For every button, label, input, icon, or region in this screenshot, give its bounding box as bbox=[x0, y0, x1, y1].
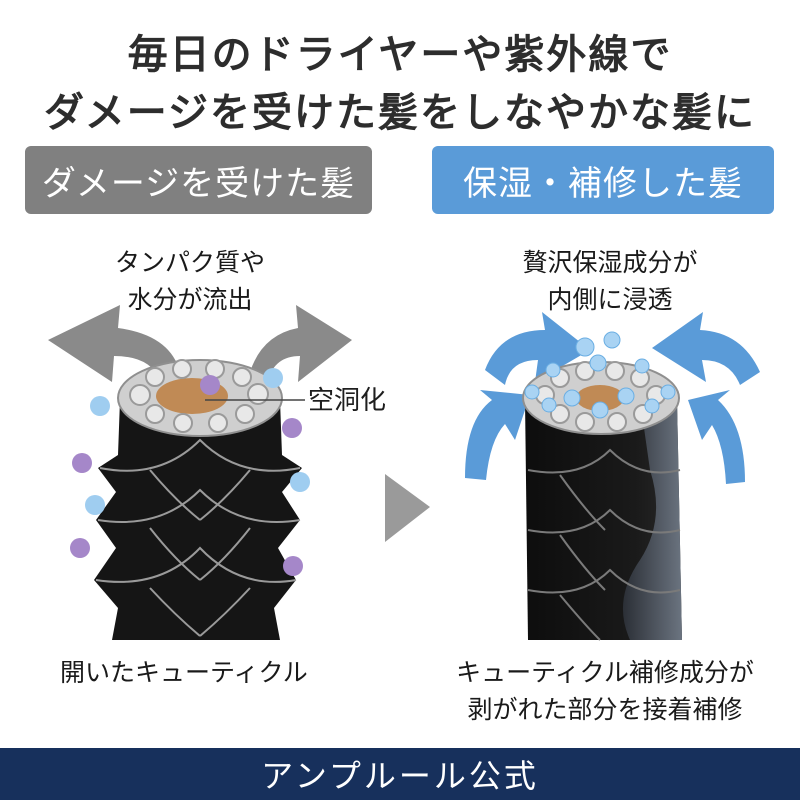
damaged-hair-label: ダメージを受けた髪 bbox=[25, 146, 372, 214]
repair-caption-line-1: キューティクル補修成分が bbox=[456, 658, 754, 687]
cavity-label: 空洞化 bbox=[308, 386, 387, 416]
repair-caption: キューティクル補修成分が 剥がれた部分を接着補修 bbox=[420, 654, 790, 728]
damaged-hair-illustration bbox=[48, 305, 352, 640]
repaired-hair-label: 保湿・補修した髪 bbox=[432, 146, 774, 214]
repair-caption-line-2: 剥がれた部分を接着補修 bbox=[467, 695, 743, 724]
filled-core bbox=[576, 385, 624, 411]
hair-comparison-diagram bbox=[48, 305, 760, 641]
outflow-caption-line-1: タンパク質や bbox=[114, 248, 265, 277]
headline-line-2: ダメージを受けた髪をしなやかな髪に bbox=[44, 89, 756, 136]
inflow-arrow-top-left bbox=[485, 312, 590, 385]
transition-arrow-icon bbox=[385, 474, 430, 542]
penetration-caption-line-1: 贅沢保湿成分が bbox=[522, 248, 698, 277]
open-cuticle-caption: 開いたキューティクル bbox=[60, 658, 308, 687]
cortex-cells-repaired bbox=[535, 361, 666, 432]
outflow-caption: タンパク質や 水分が流出 bbox=[90, 244, 290, 318]
penetration-caption: 贅沢保湿成分が 内側に浸透 bbox=[490, 244, 730, 318]
brand-footer-text: アンプルール公式 bbox=[261, 757, 539, 795]
moisture-droplets bbox=[524, 331, 676, 419]
penetration-caption-line-2: 内側に浸透 bbox=[547, 285, 673, 314]
moisture-particles bbox=[85, 368, 310, 515]
inflow-arrow-left bbox=[465, 390, 530, 480]
outflow-arrow-left bbox=[48, 305, 180, 382]
outflow-caption-line-2: 水分が流出 bbox=[127, 285, 253, 314]
cuticle-scale-lines bbox=[95, 438, 301, 637]
brand-footer-bar: アンプルール公式 bbox=[0, 748, 800, 800]
cortex-cells bbox=[129, 359, 269, 433]
inflow-arrows bbox=[465, 312, 760, 484]
cuticle-bond-overlay bbox=[622, 400, 682, 640]
smooth-cuticle-lines bbox=[527, 448, 681, 641]
headline-line-1: 毎日のドライヤーや紫外線で bbox=[127, 31, 673, 78]
protein-particles bbox=[70, 375, 303, 576]
outflow-arrow-right bbox=[250, 305, 352, 382]
inflow-arrow-top-right bbox=[652, 312, 760, 385]
repaired-hair-illustration bbox=[465, 312, 760, 641]
inflow-arrow-right bbox=[688, 390, 745, 484]
